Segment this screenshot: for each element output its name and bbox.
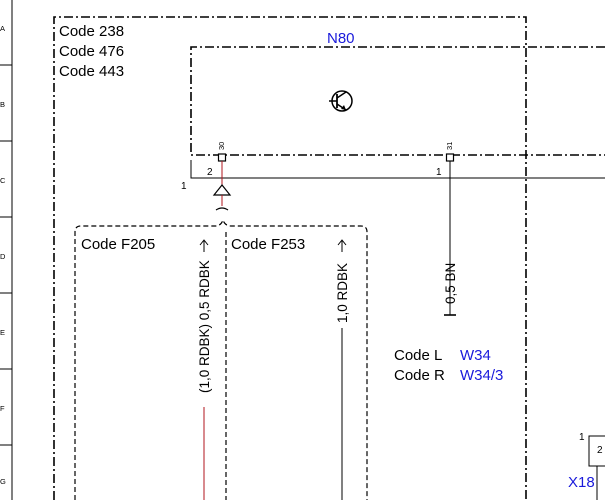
wire-ground-label: 0,5 BN — [443, 263, 458, 304]
row-marker-b: B — [0, 100, 5, 109]
option-code-238: Code 238 — [59, 23, 124, 40]
code-r-ref-link[interactable]: W34/3 — [460, 367, 503, 384]
connector-left-number: 1 — [181, 181, 187, 192]
row-marker-g: G — [0, 477, 6, 486]
pin-30-number: 2 — [207, 167, 213, 178]
row-marker-a: A — [0, 24, 5, 33]
pin-30: 30 2 — [207, 142, 227, 185]
code-l-label: Code L — [394, 347, 442, 364]
row-marker-c: C — [0, 176, 6, 185]
component-label: N80 — [327, 30, 355, 47]
variant-right-wire-label: 1,0 RDBK — [335, 263, 350, 323]
transistor-icon — [329, 90, 353, 112]
option-code-476: Code 476 — [59, 43, 124, 60]
row-marker-margin: A B C D E F G — [0, 0, 13, 500]
code-r-label: Code R — [394, 367, 445, 384]
pin-31-number: 1 — [436, 167, 442, 178]
pin-31: 31 1 0,5 BN — [436, 142, 458, 316]
splice-icon — [212, 184, 232, 211]
connector-x18: 1 2 X18 — [568, 432, 605, 500]
pin-30-label: 30 — [217, 142, 226, 150]
row-marker-f: F — [0, 404, 5, 413]
option-code-443: Code 443 — [59, 63, 124, 80]
code-l-ref-link[interactable]: W34 — [460, 347, 491, 364]
variant-left-code: Code F205 — [81, 236, 155, 253]
x18-pin-outer: 1 — [579, 432, 585, 443]
x18-label-link[interactable]: X18 — [568, 474, 595, 491]
option-boundary — [53, 16, 527, 500]
pin-30-box — [217, 153, 227, 162]
variant-right-arrow-icon — [337, 239, 347, 252]
variant-left-wire-label: (1,0 RDBK) 0,5 RDBK — [197, 260, 212, 393]
variant-brace — [74, 218, 368, 500]
component-boundary — [190, 46, 605, 156]
pin-31-box — [445, 153, 455, 162]
variant-left-arrow-icon — [199, 239, 209, 252]
connector-plane — [190, 160, 605, 179]
row-marker-d: D — [0, 252, 6, 261]
variant-right-code: Code F253 — [231, 236, 305, 253]
pin-31-label: 31 — [445, 142, 454, 150]
x18-pin-inner: 2 — [597, 445, 603, 456]
row-marker-e: E — [0, 328, 5, 337]
